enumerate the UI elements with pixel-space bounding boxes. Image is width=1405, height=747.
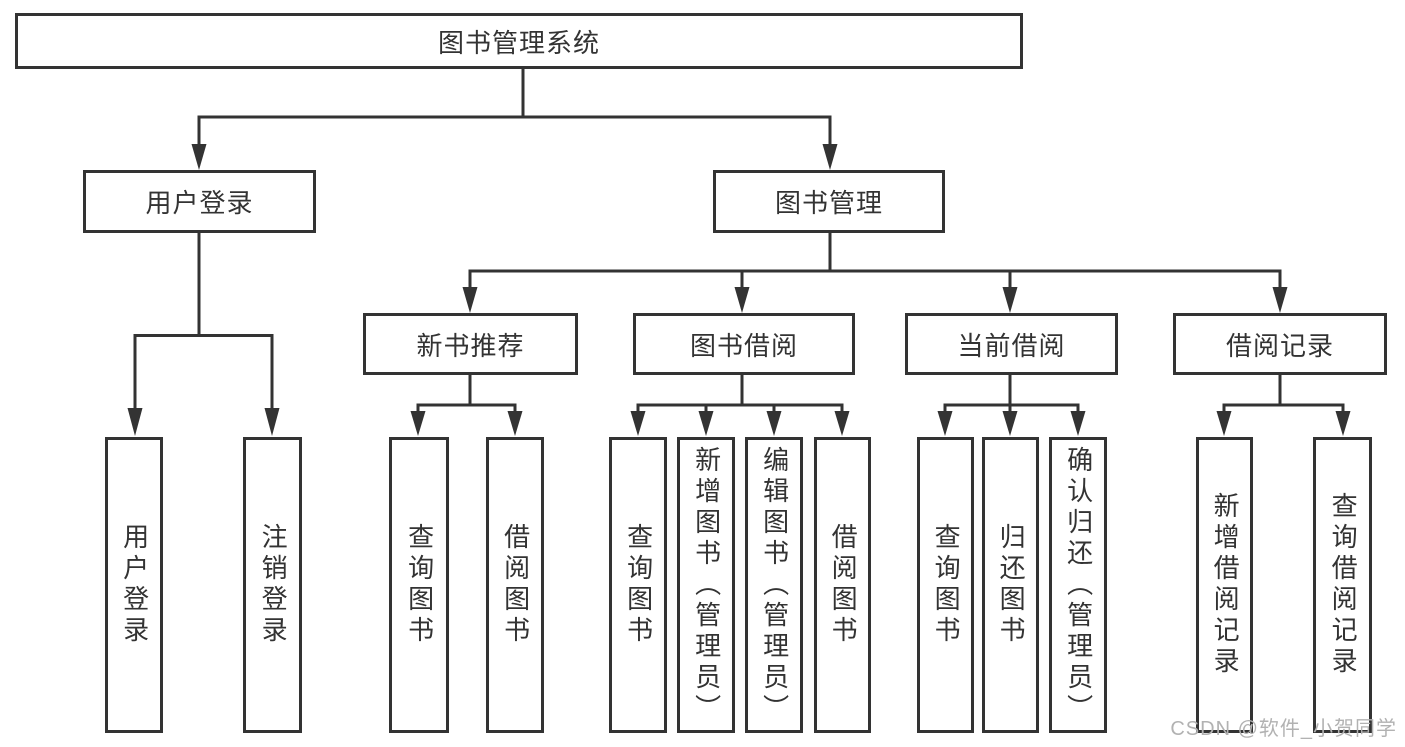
node-logout: 注销登录	[243, 437, 302, 733]
node-add-borrow-record: 新增借阅记录	[1196, 437, 1253, 733]
node-query-books-3-label: 查询图书	[931, 523, 962, 647]
node-library-management-system: 图书管理系统	[15, 13, 1023, 69]
node-query-books-1: 查询图书	[389, 437, 449, 733]
node-user-login-label: 用户登录	[145, 188, 254, 218]
watermark-csdn: CSDN @软件_小贺同学	[1170, 718, 1397, 740]
node-current-borrow-label: 当前借阅	[957, 330, 1066, 361]
node-borrow-records: 借阅记录	[1173, 313, 1387, 375]
node-edit-book-admin: 编辑图书（管理员）	[745, 437, 803, 733]
node-borrow-books-1: 借阅图书	[486, 437, 544, 733]
node-query-borrow-record-label: 查询借阅记录	[1328, 492, 1359, 678]
node-add-borrow-record-label: 新增借阅记录	[1210, 492, 1241, 678]
node-query-books-3: 查询图书	[917, 437, 974, 733]
node-return-book-label: 归还图书	[996, 523, 1027, 647]
node-query-books-2-label: 查询图书	[623, 523, 654, 647]
node-user-login: 用户登录	[83, 170, 316, 233]
node-query-borrow-record: 查询借阅记录	[1313, 437, 1372, 733]
node-query-books-1-label: 查询图书	[404, 523, 435, 647]
node-confirm-return-admin-label: 确认归还（管理员）	[1063, 445, 1094, 725]
node-add-book-admin-label: 新增图书（管理员）	[691, 445, 722, 725]
node-borrow-books-2-label: 借阅图书	[828, 523, 859, 647]
node-user-login-leaf: 用户登录	[105, 437, 163, 733]
node-library-management-system-label: 图书管理系统	[437, 27, 600, 58]
node-user-login-leaf-label: 用户登录	[119, 523, 150, 647]
node-return-book: 归还图书	[982, 437, 1039, 733]
arrowheads	[127, 144, 1351, 436]
node-book-management: 图书管理	[713, 170, 945, 233]
node-query-books-2: 查询图书	[609, 437, 667, 733]
node-add-book-admin: 新增图书（管理员）	[677, 437, 735, 733]
node-book-management-label: 图书管理	[774, 188, 883, 218]
node-book-borrow: 图书借阅	[633, 313, 855, 375]
node-logout-label: 注销登录	[258, 523, 289, 647]
node-book-borrow-label: 图书借阅	[689, 330, 798, 361]
node-edit-book-admin-label: 编辑图书（管理员）	[759, 445, 790, 725]
node-new-book-recommend-label: 新书推荐	[416, 330, 525, 361]
node-new-book-recommend: 新书推荐	[363, 313, 578, 375]
node-current-borrow: 当前借阅	[905, 313, 1118, 375]
node-confirm-return-admin: 确认归还（管理员）	[1049, 437, 1107, 733]
node-borrow-records-label: 借阅记录	[1225, 330, 1334, 361]
node-borrow-books-2: 借阅图书	[814, 437, 871, 733]
node-borrow-books-1-label: 借阅图书	[500, 523, 531, 647]
